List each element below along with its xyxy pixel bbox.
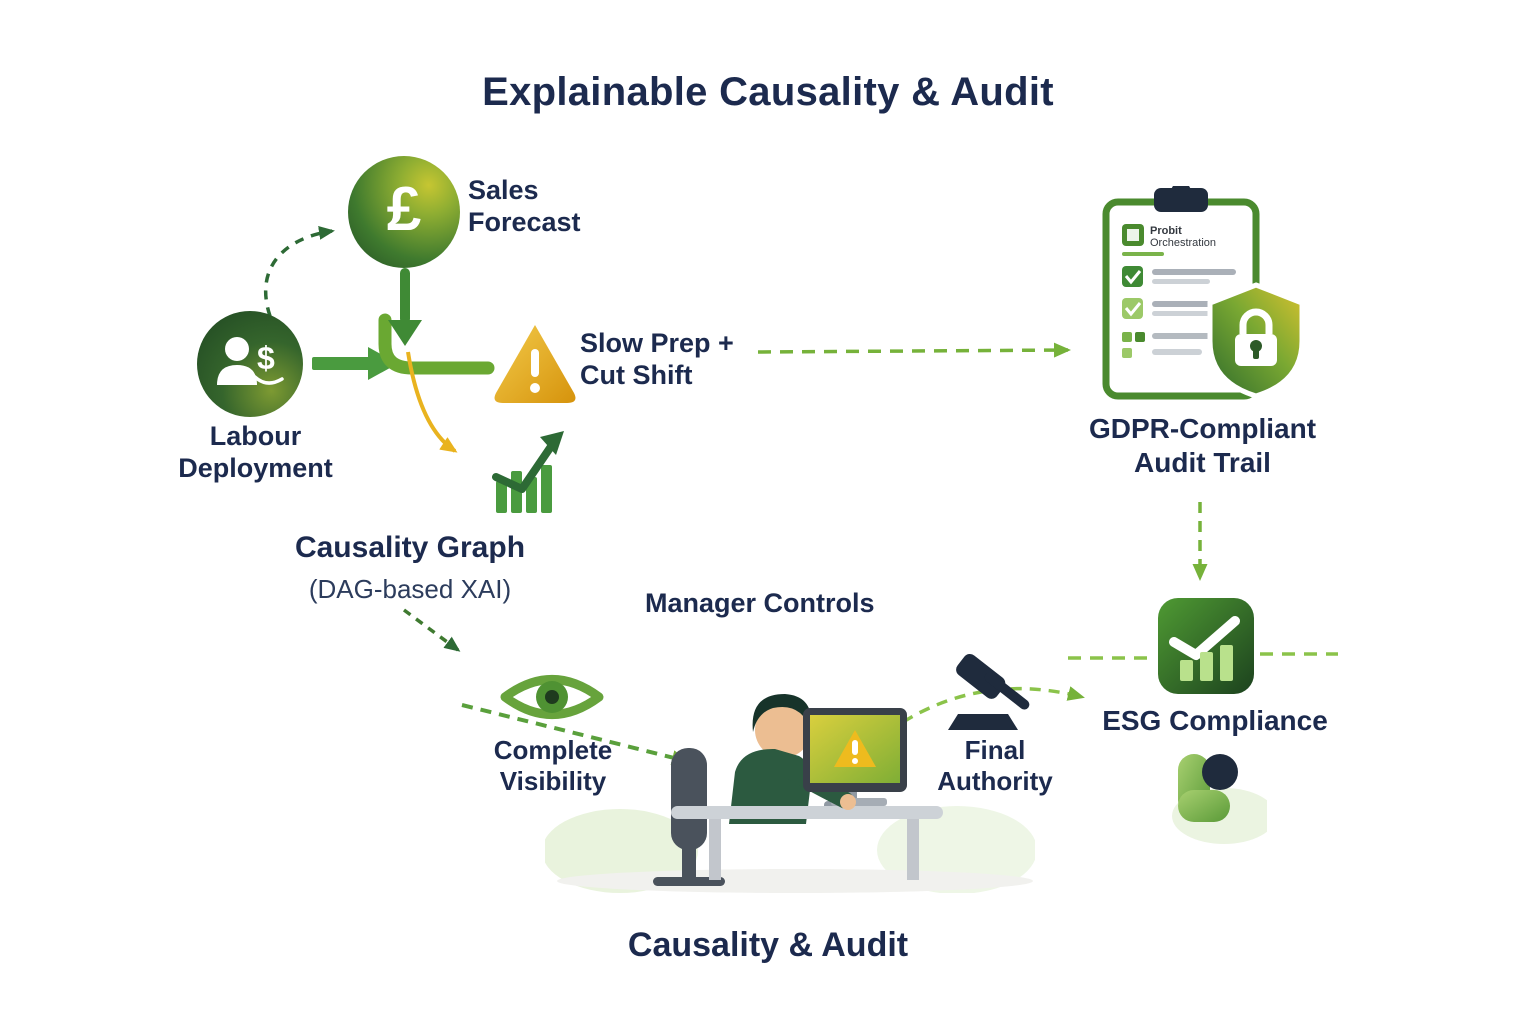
complete-visibility-label: Complete Visibility <box>493 735 613 797</box>
shield-lock-icon <box>1202 280 1310 402</box>
labour-person-dollar-icon: $ <box>217 337 284 385</box>
sales-forecast-node: £ <box>348 156 460 268</box>
arrow-warning-to-gdpr <box>757 342 1071 358</box>
page-title: Explainable Causality & Audit <box>482 70 1054 114</box>
esg-badge-icon <box>1152 746 1267 848</box>
arrow-forecast-down <box>388 268 422 346</box>
clipboard-title-text: Probit <box>1150 225 1182 237</box>
svg-text:$: $ <box>257 340 275 376</box>
slow-prep-label: Slow Prep + Cut Shift <box>580 328 734 391</box>
arrow-labour-to-flow <box>312 347 398 380</box>
arrow-labour-to-sales <box>263 225 335 317</box>
esg-compliance-label: ESG Compliance <box>1102 705 1328 736</box>
footer-caption: Causality & Audit <box>627 926 909 964</box>
manager-at-desk-illustration <box>545 638 1035 893</box>
gavel-icon <box>938 652 1046 736</box>
labour-deployment-label: Labour Deployment <box>178 421 333 484</box>
causality-graph-subtitle: (DAG-based XAI) <box>308 574 512 604</box>
pound-icon: £ <box>386 175 422 244</box>
arrow-causality-to-eye <box>402 608 461 652</box>
clipboard-subtitle-text: Orchestration <box>1150 237 1216 249</box>
labour-deployment-node: $ <box>197 311 303 417</box>
eye-icon <box>498 660 606 734</box>
esg-chart-icon <box>1158 598 1254 694</box>
connector-elbow-to-warning <box>378 313 495 375</box>
arrow-flow-to-causality <box>406 351 458 453</box>
gdpr-audit-trail-label: GDPR-Compliant Audit Trail <box>1088 413 1317 478</box>
final-authority-label: Final Authority <box>937 735 1053 797</box>
warning-triangle-icon <box>489 319 581 405</box>
manager-controls-label: Manager Controls <box>645 588 875 618</box>
causality-barchart-icon <box>490 425 574 517</box>
sales-forecast-label: Sales Forecast <box>468 175 581 238</box>
causality-graph-title: Causality Graph <box>294 531 526 564</box>
